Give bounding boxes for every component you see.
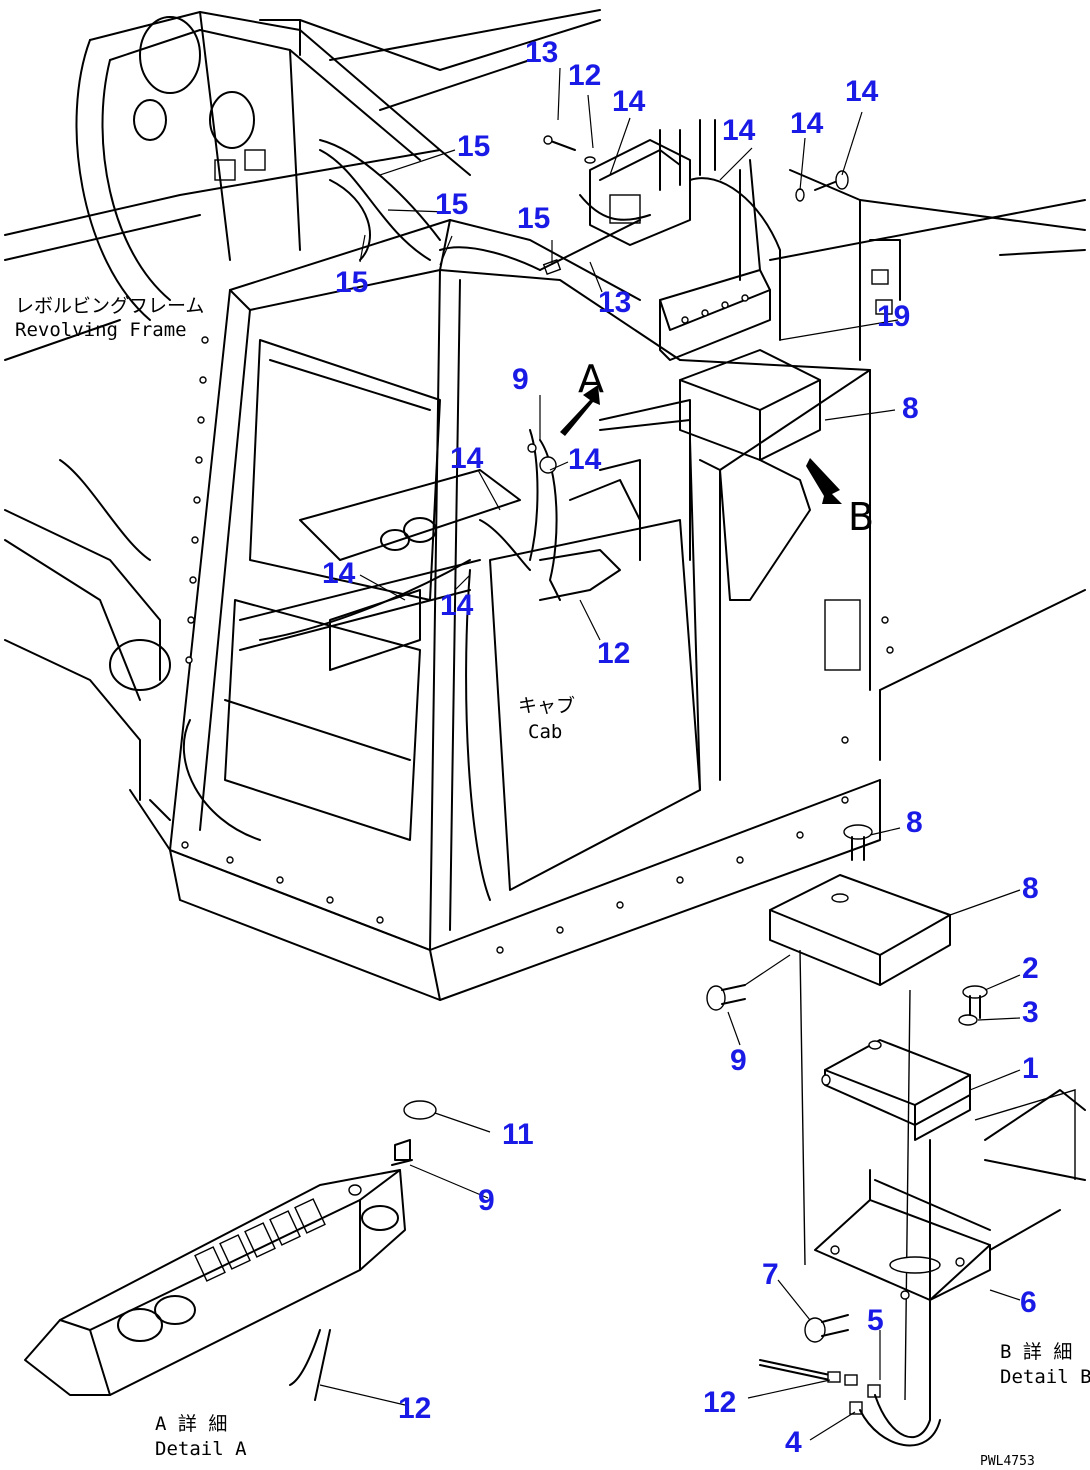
callout-numbers: 13 12 14 14 14 14 15 15 15 15 13 19 8 9 … bbox=[322, 36, 1039, 1459]
leader-lines bbox=[319, 67, 1021, 1441]
callout-1: 1 bbox=[1022, 1052, 1039, 1085]
revolving-frame bbox=[4, 9, 1086, 821]
frame-holes bbox=[181, 336, 894, 954]
revolving-frame-label-jp: レボルビングフレーム bbox=[15, 295, 204, 317]
view-b-letter: B bbox=[848, 495, 874, 539]
callout-15-b: 15 bbox=[435, 188, 468, 221]
cab-body bbox=[129, 219, 894, 1001]
callout-21: 14 bbox=[790, 107, 824, 140]
detail-a-label-en: Detail A bbox=[155, 1438, 247, 1460]
console-switches bbox=[194, 1198, 326, 1282]
callout-20: 14 bbox=[845, 75, 879, 108]
callout-14-c: 14 bbox=[322, 557, 356, 590]
callout-12-detail-a: 12 bbox=[398, 1392, 431, 1425]
detail-b-label-en: Detail B bbox=[1000, 1366, 1090, 1388]
callout-14-a: 14 bbox=[450, 442, 484, 475]
callout-2: 2 bbox=[1022, 952, 1039, 985]
callout-14-b: 14 bbox=[568, 443, 602, 476]
cab-label-en: Cab bbox=[528, 721, 562, 743]
callout-3: 3 bbox=[1022, 996, 1039, 1029]
view-a-letter: A bbox=[578, 357, 604, 401]
callout-14-d: 14 bbox=[440, 589, 474, 622]
drawing-code: PWL4753 bbox=[980, 1454, 1035, 1469]
callout-11: 11 bbox=[502, 1118, 534, 1151]
callout-10-detail: 9 bbox=[478, 1184, 495, 1217]
revolving-frame-label-en: Revolving Frame bbox=[15, 319, 187, 341]
annotation-labels: レボルビングフレーム Revolving Frame キャブ Cab A 詳 細… bbox=[15, 295, 1090, 1469]
callout-10-top: 9 bbox=[512, 363, 529, 396]
callout-7: 7 bbox=[762, 1258, 779, 1291]
callout-8-top: 8 bbox=[902, 392, 919, 425]
detail-a bbox=[24, 1100, 437, 1401]
callout-19-mid: 19 bbox=[877, 300, 910, 333]
callout-8-detail: 8 bbox=[1022, 872, 1039, 905]
cab-label-jp: キャブ bbox=[518, 694, 575, 717]
callout-4: 4 bbox=[785, 1426, 802, 1459]
detail-a-label-jp: A 詳 細 bbox=[155, 1413, 227, 1435]
detail-b bbox=[706, 824, 1086, 1447]
callout-15-a: 15 bbox=[457, 130, 490, 163]
callout-19-top: 14 bbox=[722, 114, 756, 147]
callout-15-d: 15 bbox=[517, 202, 550, 235]
view-arrows bbox=[560, 385, 842, 504]
detail-b-label-jp: B 詳 細 bbox=[1000, 1341, 1072, 1363]
roof-harness-assembly bbox=[319, 119, 849, 601]
callout-6: 6 bbox=[1020, 1286, 1037, 1319]
callout-15-c: 15 bbox=[335, 266, 368, 299]
callout-9-side: 9 bbox=[730, 1044, 747, 1077]
callout-13: 13 bbox=[598, 286, 631, 319]
callout-9-top: 8 bbox=[906, 806, 923, 839]
callout-17: 13 bbox=[525, 36, 558, 69]
callout-5: 5 bbox=[867, 1304, 884, 1337]
callout-12-top: 12 bbox=[597, 637, 630, 670]
callout-12-detail-b: 12 bbox=[703, 1386, 736, 1419]
callout-16: 12 bbox=[568, 59, 601, 92]
callout-18: 14 bbox=[612, 85, 646, 118]
